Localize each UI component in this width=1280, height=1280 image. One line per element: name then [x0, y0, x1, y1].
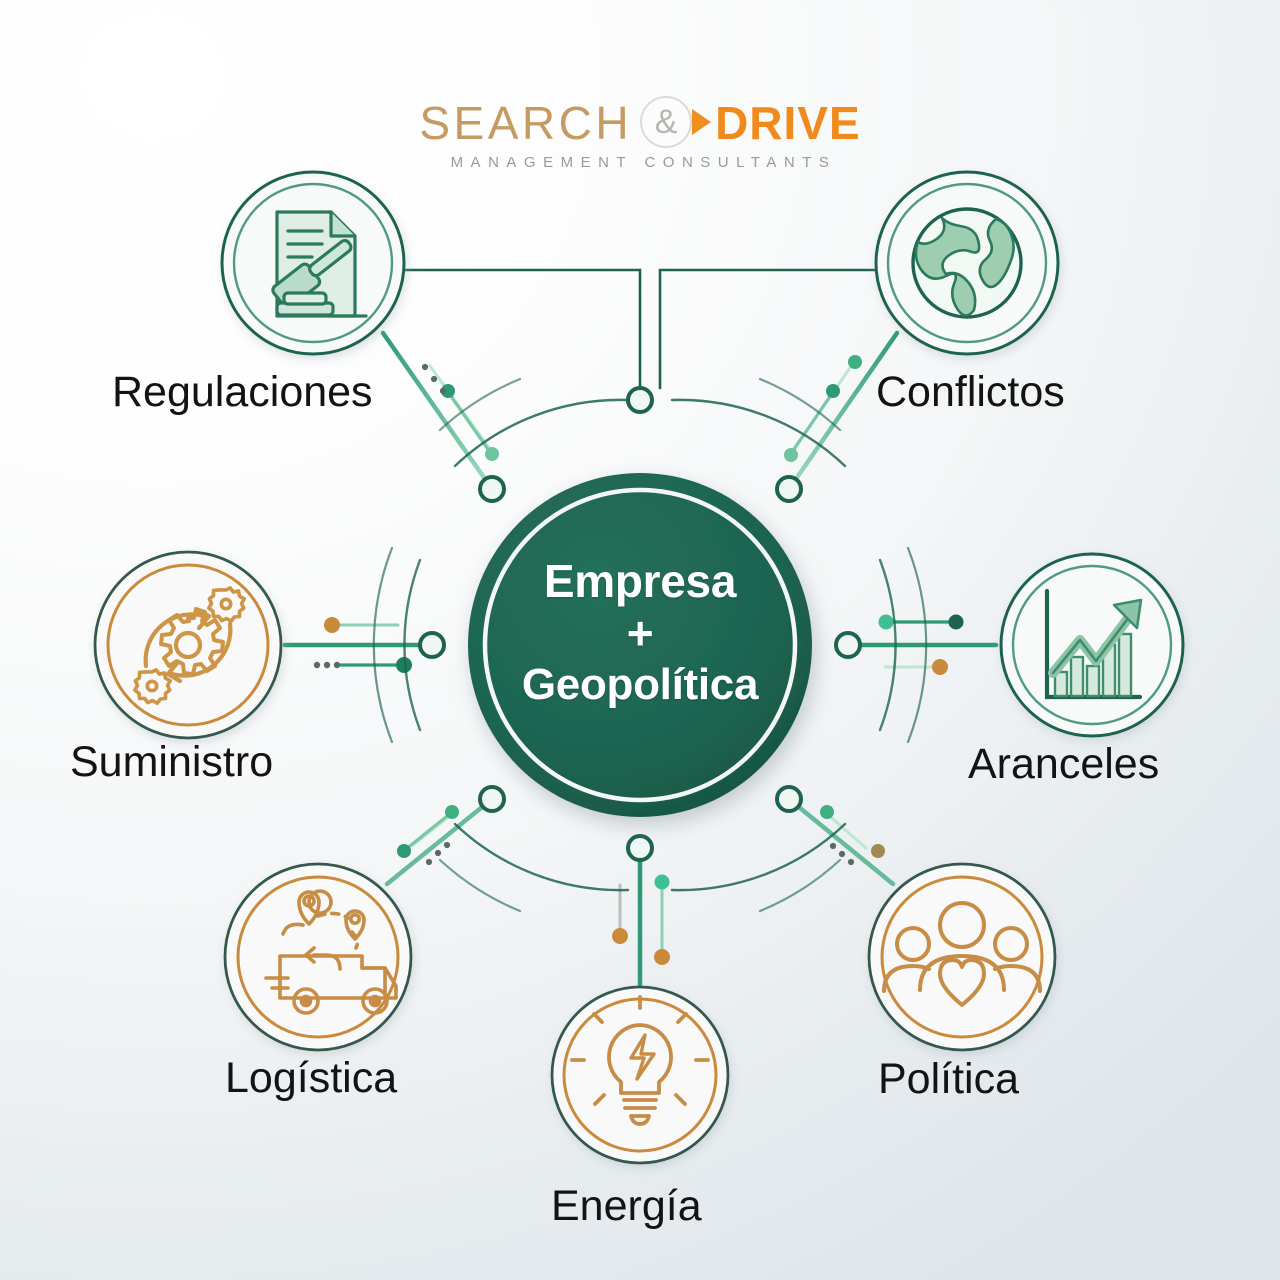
node-label-logistica: Logística: [225, 1054, 398, 1102]
gears-cycle-icon: [133, 586, 247, 705]
node-politica[interactable]: [867, 862, 1057, 1052]
brand-tagline: MANAGEMENT CONSULTANTS: [450, 154, 837, 171]
people-heart-icon: [882, 901, 1042, 1007]
node-logistica[interactable]: [223, 862, 413, 1052]
node-label-regulaciones: Regulaciones: [112, 368, 373, 416]
spoke-logistica: [384, 796, 495, 887]
node-regulaciones[interactable]: [220, 170, 406, 356]
hub-orbit-rings: [372, 377, 928, 913]
ampersand-circle-icon: [640, 96, 693, 148]
node-label-suministro: Suministro: [70, 738, 274, 786]
document-gavel-icon: [271, 210, 368, 318]
node-label-energia: Energía: [551, 1182, 702, 1230]
node-energia[interactable]: [550, 985, 730, 1165]
node-label-conflictos: Conflictos: [876, 368, 1065, 416]
brand-logo-wordmark: SEARCH&DRIVE: [419, 96, 860, 150]
spoke-suministro: [282, 617, 435, 673]
brand-ampersand-badge: &: [638, 96, 702, 150]
brand-name-drive: DRIVE: [715, 97, 861, 149]
spoke-conflictos: [784, 330, 900, 492]
brand-name-search: SEARCH: [419, 97, 633, 149]
node-label-politica: Política: [878, 1055, 1020, 1103]
node-suministro[interactable]: [93, 550, 283, 740]
delivery-truck-icon: [264, 889, 398, 1015]
spoke-energia: [612, 845, 670, 988]
globe-icon: [911, 207, 1023, 319]
spoke-aranceles: [845, 614, 999, 675]
central-hub: [468, 473, 812, 817]
bar-chart-up-icon: [1044, 588, 1143, 700]
spoke-regulaciones: [380, 330, 499, 492]
top-bracket-connector: [381, 268, 899, 402]
spoke-politica: [786, 796, 896, 887]
lightbulb-bolt-icon: [570, 995, 710, 1126]
brand-logo: SEARCH&DRIVE MANAGEMENT CONSULTANTS: [0, 96, 1280, 170]
ampersand-glyph: &: [654, 103, 678, 141]
node-aranceles[interactable]: [999, 552, 1185, 738]
node-conflictos[interactable]: [874, 170, 1060, 356]
play-triangle-icon: [692, 109, 712, 135]
spoke-connectors: [282, 268, 999, 988]
hub-connection-nodes: [418, 386, 862, 862]
node-label-aranceles: Aranceles: [968, 740, 1160, 788]
